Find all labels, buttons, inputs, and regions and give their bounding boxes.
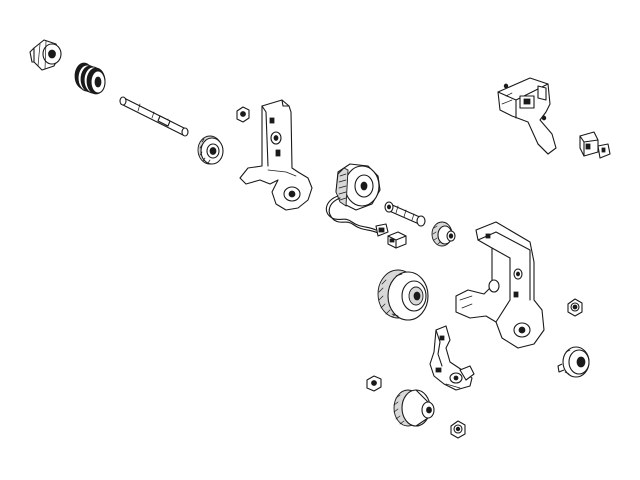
lever-arm-assembly — [429, 325, 475, 391]
shaft-bushing — [29, 39, 62, 71]
right-mounting-bracket — [455, 221, 545, 349]
nut — [236, 106, 250, 123]
nut — [567, 298, 583, 317]
nut — [450, 420, 466, 439]
small-gear — [197, 135, 224, 165]
motor-cable-with-connector — [325, 195, 389, 237]
sensor-bracket-assembly — [497, 77, 557, 155]
medium-gear — [393, 389, 435, 427]
left-mounting-bracket — [239, 99, 313, 211]
shaft — [119, 96, 189, 137]
large-drive-gear — [377, 269, 429, 321]
nut — [366, 375, 382, 392]
pin-shaft — [384, 201, 426, 227]
idler-pulley — [557, 346, 590, 378]
cable-connector — [387, 231, 407, 249]
small-pinion-gear — [431, 221, 456, 247]
sensor-connector — [579, 131, 611, 159]
compression-spring — [74, 62, 106, 95]
motor-with-gear — [335, 163, 381, 211]
